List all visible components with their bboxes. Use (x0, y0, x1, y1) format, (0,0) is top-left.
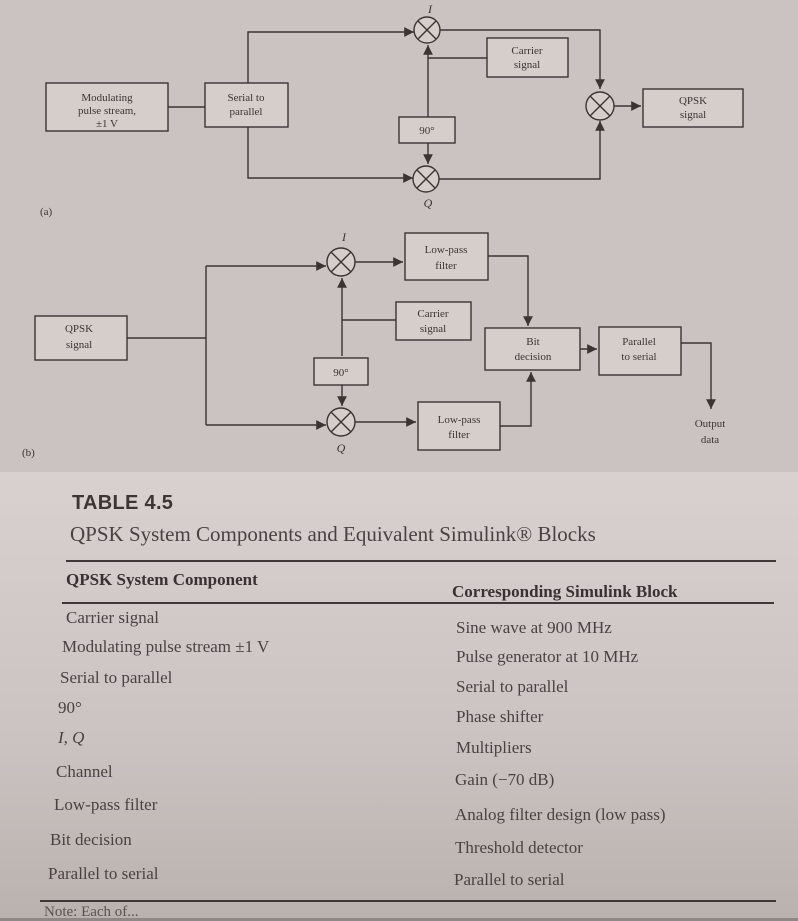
output-label-1: Output (695, 418, 726, 430)
low-pass-filter-top-block (404, 232, 489, 281)
modulating-pulse-block (45, 82, 169, 132)
serial-label-1: Serial to (228, 92, 265, 104)
row-9-component: Parallel to serial (48, 864, 159, 883)
header-simulink: Corresponding Simulink Block (452, 582, 678, 601)
qpsk-output-block (642, 88, 744, 128)
i-label: I (427, 2, 433, 16)
phase-label: 90° (419, 125, 434, 137)
table-section: TABLE 4.5 QPSK System Components and Equ… (0, 472, 798, 920)
row-4-simulink: Phase shifter (456, 707, 544, 726)
demodulator-diagram (34, 232, 716, 451)
carrier-signal-block (486, 37, 569, 78)
low-pass-filter-bottom-block (417, 401, 501, 451)
demod-carrier-block (395, 301, 472, 341)
modulating-label-3: ±1 V (96, 118, 118, 130)
modulating-label-1: Modulating (81, 92, 133, 104)
demod-q-label: Q (337, 441, 346, 455)
modulator-diagram (45, 16, 744, 193)
lpf-bottom-label-1: Low-pass (438, 414, 481, 426)
bit-decision-label-2: decision (515, 351, 552, 363)
serial-to-parallel-block (204, 82, 289, 128)
modulating-label-2: pulse stream, (78, 105, 136, 117)
demod-phase-label: 90° (333, 367, 348, 379)
header-rule (62, 602, 774, 604)
row-7-simulink: Analog filter design (low pass) (455, 805, 666, 824)
qpsk-label-1: QPSK (679, 95, 707, 107)
row-3-component: Serial to parallel (60, 668, 173, 687)
row-5-component: I, Q (58, 728, 85, 747)
parallel-label-2: to serial (621, 351, 656, 363)
qpsk-input-label-2: signal (66, 339, 92, 351)
serial-label-2: parallel (230, 106, 263, 118)
qpsk-label-2: signal (680, 109, 706, 121)
table-title: QPSK System Components and Equivalent Si… (70, 522, 596, 546)
row-7-component: Low-pass filter (54, 795, 158, 814)
demodulator-labels: QPSK signal Low-pass filter Carrier sign… (22, 230, 725, 459)
qpsk-input-label-1: QPSK (65, 323, 93, 335)
carrier-label-2: signal (514, 59, 540, 71)
q-label: Q (424, 196, 433, 210)
demod-carrier-label-1: Carrier (417, 308, 448, 320)
bit-decision-block (484, 327, 581, 371)
row-1-component: Carrier signal (66, 608, 159, 627)
header-component: QPSK System Component (66, 570, 258, 589)
row-6-component: Channel (56, 762, 113, 781)
lpf-top-label-2: filter (435, 260, 457, 272)
table-footnote: Note: Each of... (44, 904, 139, 920)
table-label: TABLE 4.5 (72, 492, 174, 514)
bottom-rule (40, 900, 776, 902)
row-2-simulink: Pulse generator at 10 MHz (456, 647, 639, 666)
row-2-component: Modulating pulse stream ±1 V (62, 637, 270, 656)
row-8-component: Bit decision (50, 830, 132, 849)
row-6-simulink: Gain (−70 dB) (455, 770, 555, 789)
demod-i-label: I (341, 230, 347, 244)
panel-a-label: (a) (40, 206, 53, 218)
row-1-simulink: Sine wave at 900 MHz (456, 618, 612, 637)
output-label-2: data (701, 434, 719, 446)
lpf-bottom-label-2: filter (448, 429, 470, 441)
row-3-simulink: Serial to parallel (456, 677, 569, 696)
row-8-simulink: Threshold detector (455, 838, 583, 857)
row-9-simulink: Parallel to serial (454, 870, 565, 889)
demod-carrier-label-2: signal (420, 323, 446, 335)
top-rule (66, 560, 776, 562)
parallel-to-serial-block (598, 326, 682, 376)
panel-b-label: (b) (22, 447, 35, 459)
lpf-top-label-1: Low-pass (425, 244, 468, 256)
bit-decision-label-1: Bit (526, 336, 539, 348)
qpsk-block-diagram: Modulating pulse stream, ±1 V Serial to … (0, 0, 798, 472)
parallel-label-1: Parallel (622, 336, 656, 348)
demod-phase-block (313, 357, 369, 386)
carrier-label-1: Carrier (511, 45, 542, 57)
phase-shift-block (398, 116, 456, 144)
row-4-component: 90° (58, 698, 82, 717)
row-5-simulink: Multipliers (456, 738, 532, 757)
modulator-labels: Modulating pulse stream, ±1 V Serial to … (40, 2, 707, 218)
